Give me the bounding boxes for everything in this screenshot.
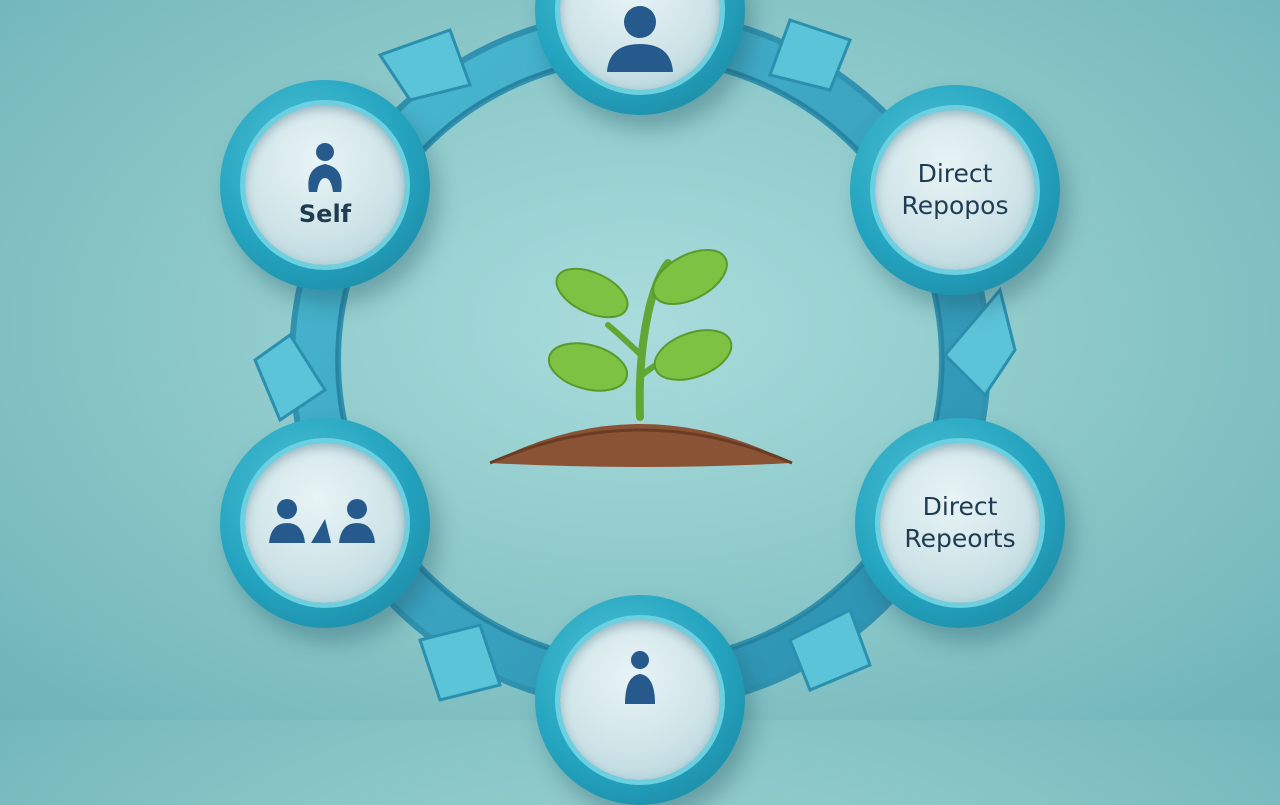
node-bottom[interactable]: [535, 595, 745, 805]
node-peers-face: [245, 443, 405, 603]
node-top-face: [560, 0, 720, 90]
node-self-face: Self: [245, 105, 405, 265]
node-peers[interactable]: [220, 418, 430, 628]
self-label: Self: [298, 200, 352, 228]
node-direct-reports[interactable]: Direct Repeorts: [855, 418, 1065, 628]
direct-repopos-line1: Direct: [917, 159, 993, 188]
node-self[interactable]: Self: [220, 80, 430, 290]
node-direct-repopos-face: Direct Repopos: [875, 110, 1035, 270]
person-icon: [308, 143, 342, 192]
person-icon: [607, 6, 673, 72]
ring-arrows: [253, 18, 1017, 702]
node-bottom-face: [560, 620, 720, 780]
node-direct-reports-face: Direct Repeorts: [880, 443, 1040, 603]
direct-repopos-line2: Repopos: [901, 191, 1009, 220]
person-icon: [625, 651, 655, 704]
sprout-icon: [489, 248, 793, 467]
direct-reports-line1: Direct: [922, 492, 998, 521]
group-icon: [269, 499, 375, 543]
node-direct-repopos[interactable]: Direct Repopos: [850, 85, 1060, 295]
direct-reports-line2: Repeorts: [904, 524, 1016, 553]
